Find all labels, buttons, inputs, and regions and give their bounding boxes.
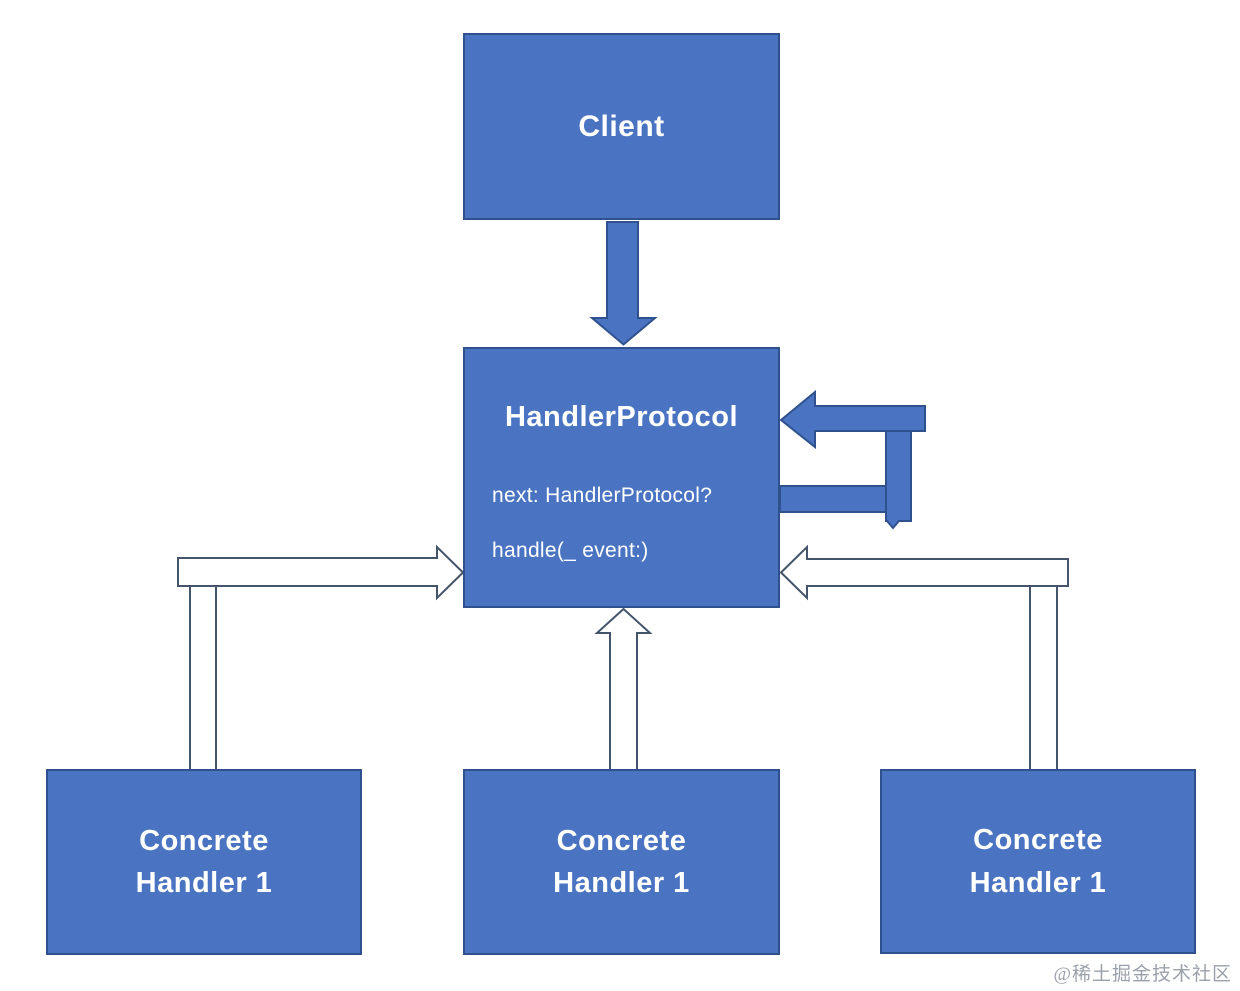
concrete-handler-middle-line1: Concrete xyxy=(556,824,687,857)
concrete-handler-right-label: Concrete Handler 1 xyxy=(970,819,1107,903)
concrete-handler-node-left: Concrete Handler 1 xyxy=(46,769,362,955)
concrete-handler-left-line2: Handler 1 xyxy=(135,867,273,899)
middle-handler-arrow xyxy=(594,607,653,771)
self-loop-return-arrow xyxy=(779,389,926,450)
concrete-handler-node-middle: Concrete Handler 1 xyxy=(463,769,780,955)
client-to-handler-arrow xyxy=(589,221,658,346)
handler-protocol-title: HandlerProtocol xyxy=(504,401,739,433)
client-node: Client xyxy=(463,33,780,220)
handler-member-next: next: HandlerProtocol? xyxy=(492,484,713,507)
right-handler-connector-bar xyxy=(1029,585,1058,771)
self-loop-vertical-bar xyxy=(885,423,912,530)
concrete-handler-left-label: Concrete Handler 1 xyxy=(136,820,273,904)
concrete-handler-middle-line2: Handler 1 xyxy=(553,867,690,899)
self-loop-outgoing-bar xyxy=(779,485,891,513)
concrete-handler-node-right: Concrete Handler 1 xyxy=(880,769,1196,954)
handler-member-handle: handle(_ event:) xyxy=(492,539,649,562)
handler-protocol-node: HandlerProtocol next: HandlerProtocol? h… xyxy=(463,347,780,608)
left-handler-connector-bar xyxy=(189,585,217,771)
left-handler-arrow xyxy=(177,544,465,601)
concrete-handler-middle-label: Concrete Handler 1 xyxy=(553,820,690,904)
concrete-handler-right-line1: Concrete xyxy=(973,824,1103,857)
concrete-handler-right-line2: Handler 1 xyxy=(969,866,1107,899)
concrete-handler-left-line1: Concrete xyxy=(139,824,269,857)
watermark: @稀土掘金技术社区 xyxy=(1053,964,1232,985)
right-handler-arrow xyxy=(779,544,1069,601)
client-node-label: Client xyxy=(578,109,665,143)
